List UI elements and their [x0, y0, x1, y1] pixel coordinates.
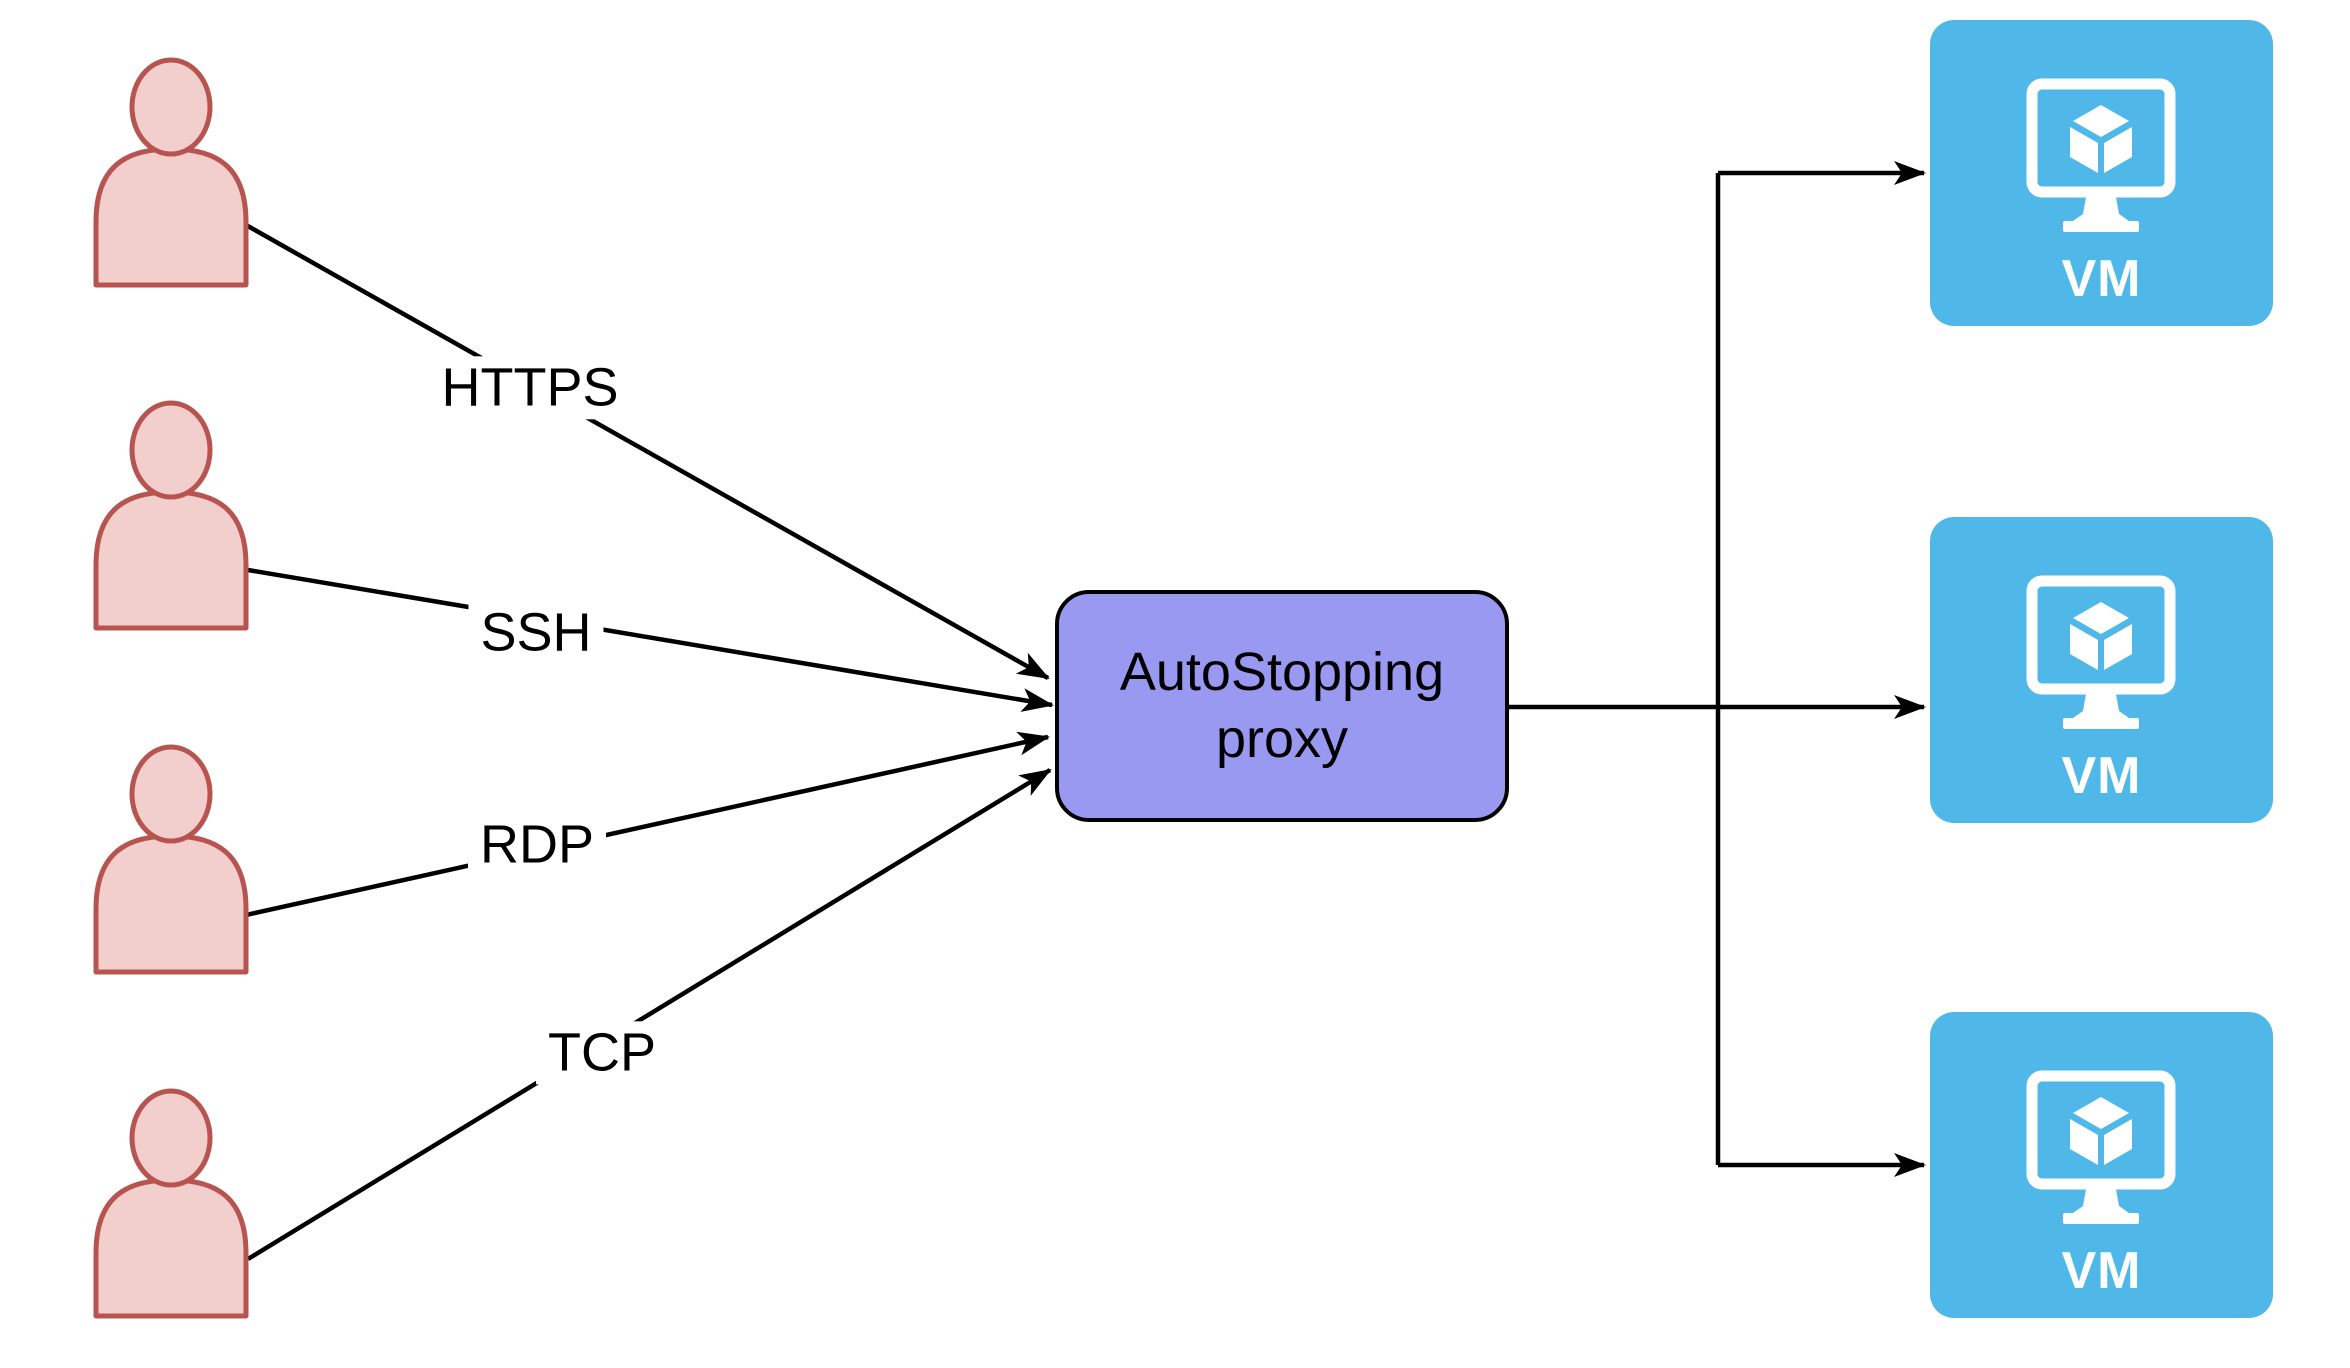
connection-label-https: HTTPS [429, 356, 631, 420]
vm-label-1: VM [2061, 250, 2142, 308]
vm-box-3 [1930, 1012, 2273, 1318]
connection-label-ssh: SSH [468, 601, 604, 665]
connection-label-tcp: TCP [536, 1021, 668, 1085]
user-icon-2 [96, 403, 246, 628]
autostopping-proxy-label: AutoStopping proxy [1119, 641, 1445, 770]
user-icon-3 [96, 747, 246, 972]
autostopping-proxy-box [1055, 590, 1509, 822]
connection-line-tcp [246, 768, 1052, 1261]
vm-label-2: VM [2061, 747, 2142, 805]
connection-line-ssh [247, 567, 1054, 712]
vm-box-1 [1930, 20, 2273, 326]
connection-label-rdp: RDP [467, 813, 607, 877]
user-icon-1 [96, 60, 246, 285]
vm-box-2 [1930, 517, 2273, 823]
user-icon-4 [96, 1091, 246, 1316]
connection-line-rdp [245, 731, 1050, 918]
connection-line-https [244, 223, 1050, 680]
vm-label-3: VM [2061, 1242, 2142, 1300]
